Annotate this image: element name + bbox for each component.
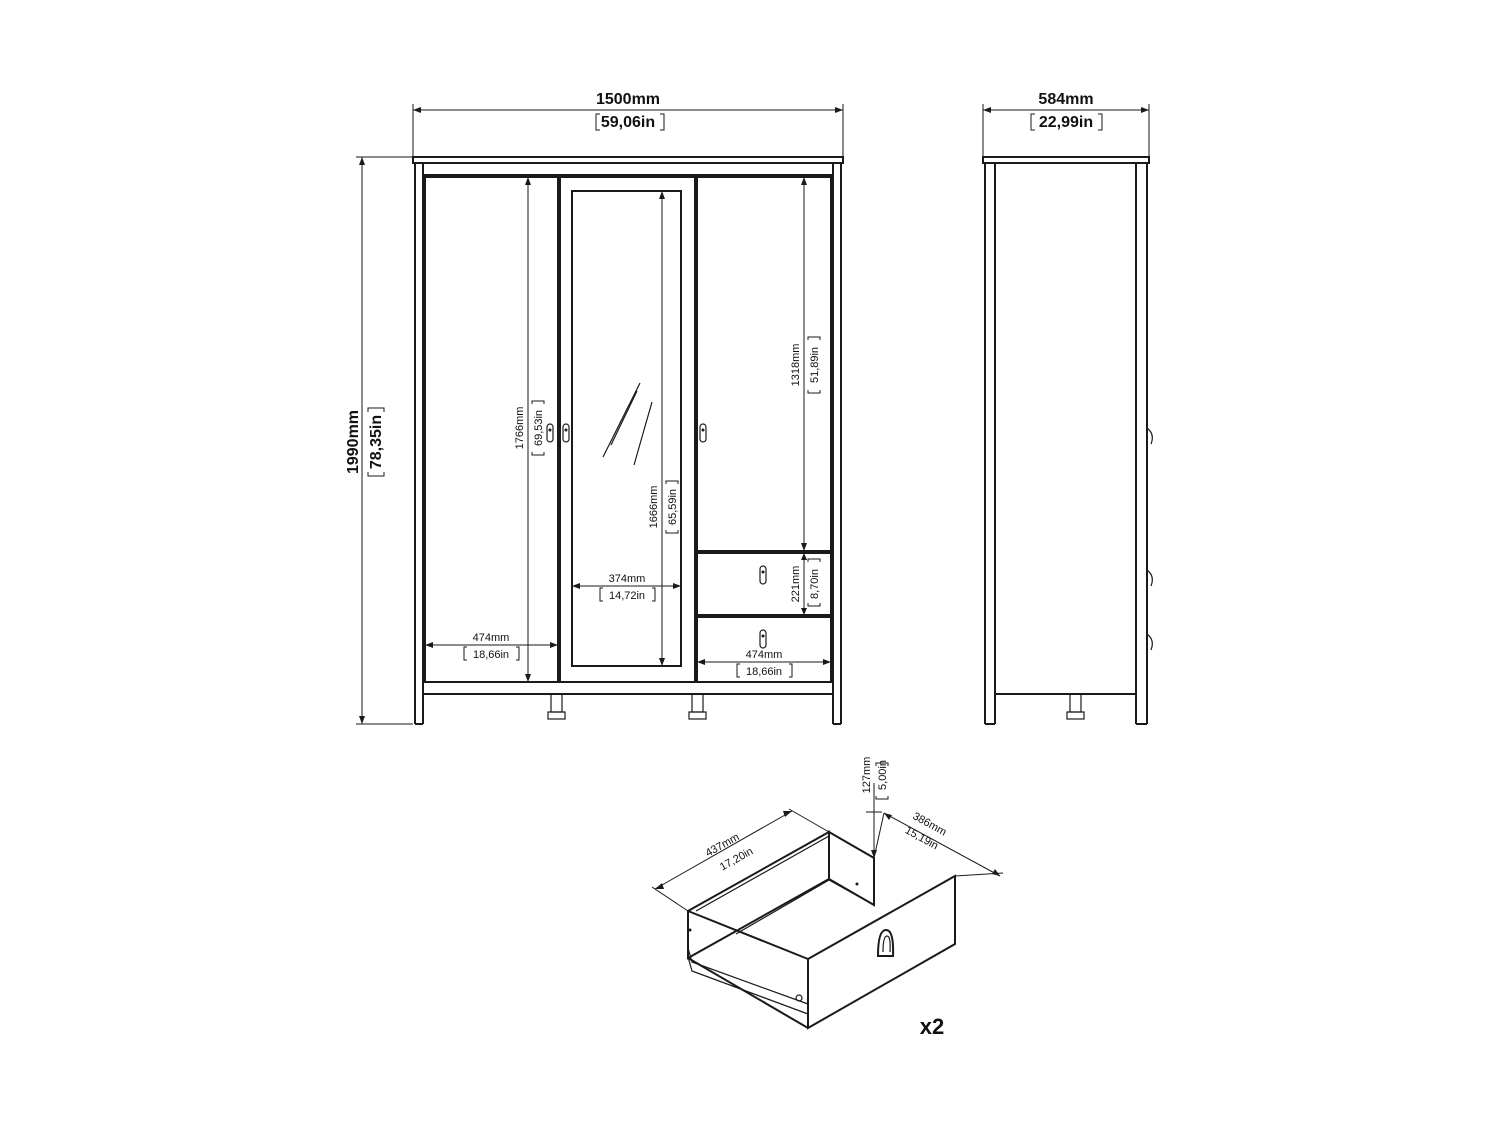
mirror-height-mm: 1666mm (648, 486, 660, 529)
mirror-door (559, 176, 696, 683)
front-height-in: 78,35in (368, 415, 385, 469)
front-width-mm: 1500mm (596, 91, 660, 108)
left-door-height-mm: 1766mm (514, 407, 526, 450)
mirror-height-in: 65,59in (667, 489, 679, 525)
front-height-mm: 1990mm (345, 410, 362, 474)
handle-icon (759, 629, 767, 649)
mirror-glass (571, 190, 682, 667)
handle-icon (1146, 427, 1153, 445)
drawer-height-in: 5,00in (877, 760, 889, 790)
side-depth-in: 22,99in (1039, 114, 1093, 131)
drawer-height-in: 8,70in (809, 569, 821, 599)
mirror-width-mm: 374mm (609, 573, 646, 585)
foot (1066, 693, 1085, 720)
left-door-width-mm: 474mm (473, 632, 510, 644)
handle-icon (759, 565, 767, 585)
left-door-width-in: 18,66in (473, 649, 509, 661)
handle-icon (562, 423, 570, 443)
handle-icon (546, 423, 554, 443)
side-depth-mm: 584mm (1038, 91, 1093, 108)
foot (688, 693, 707, 720)
drawer-dimension-lines (651, 762, 1004, 912)
handle-icon (1146, 633, 1153, 651)
front-width-in: 59,06in (601, 114, 655, 131)
handle-icon (699, 423, 707, 443)
drawer-height-mm: 221mm (790, 566, 802, 603)
upper-drawer-front (696, 552, 832, 616)
right-door (696, 176, 832, 552)
top-cap (412, 156, 844, 164)
handle-icon (1146, 569, 1153, 587)
drawer-height-mm: 127mm (861, 757, 873, 794)
front-view (412, 156, 844, 725)
drawer-width-in: 18,66in (746, 666, 782, 678)
side-dimension-lines (982, 104, 1150, 157)
mirror-width-in: 14,72in (609, 590, 645, 602)
side-top-cap (982, 156, 1150, 164)
right-door-height-mm: 1318mm (790, 344, 802, 387)
left-door-height-in: 69,53in (533, 410, 545, 446)
right-door-height-in: 51,89in (809, 347, 821, 383)
drawer-handle-icon (876, 928, 895, 957)
drawer-width-mm: 474mm (746, 649, 783, 661)
foot (547, 693, 566, 720)
lower-drawer-front (696, 616, 832, 683)
left-door (424, 176, 559, 683)
drawer-quantity: x2 (920, 1014, 944, 1039)
front-dimension-lines (356, 104, 844, 725)
drawer-isometric (687, 830, 956, 1030)
side-view (982, 156, 1153, 725)
